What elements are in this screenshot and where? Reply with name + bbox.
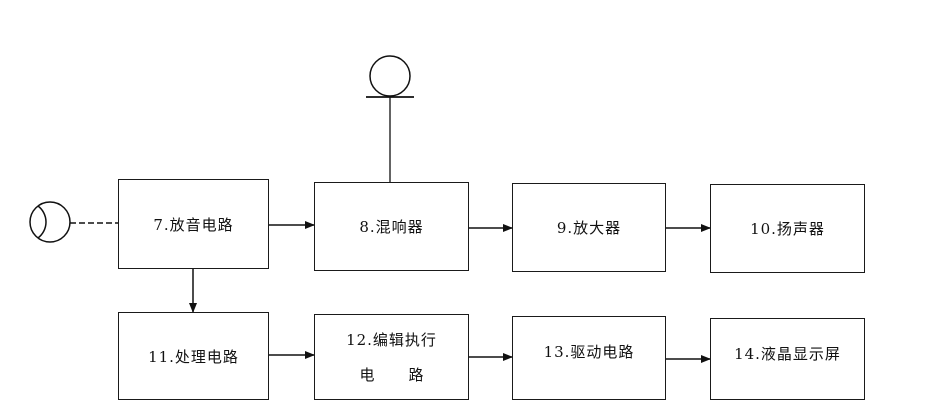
microphone-icon	[366, 55, 414, 98]
block-label: 9.放大器	[556, 219, 622, 237]
block-playback-circuit: 7.放音电路	[118, 179, 269, 269]
block-amplifier: 9.放大器	[512, 183, 666, 272]
block-label: 13.驱动电路	[543, 343, 635, 361]
block-label: 11.处理电路	[148, 347, 239, 366]
block-label: 7.放音电路	[153, 215, 234, 234]
block-processing-circuit: 11.处理电路	[118, 312, 269, 400]
block-label: 8.混响器	[359, 218, 424, 236]
block-label-line2: 电路	[359, 366, 458, 384]
block-driver-circuit: 13.驱动电路	[512, 316, 666, 400]
block-label-line1: 12.编辑执行	[346, 331, 437, 349]
block-lcd-screen: 14.液晶显示屏	[710, 318, 865, 400]
block-edit-execution-circuit: 12.编辑执行 电路	[314, 314, 469, 400]
block-label: 14.液晶显示屏	[734, 345, 841, 363]
block-label: 10.扬声器	[750, 220, 825, 238]
input-source-icon	[29, 201, 71, 243]
block-reverb: 8.混响器	[314, 182, 469, 271]
block-speaker: 10.扬声器	[710, 184, 865, 273]
